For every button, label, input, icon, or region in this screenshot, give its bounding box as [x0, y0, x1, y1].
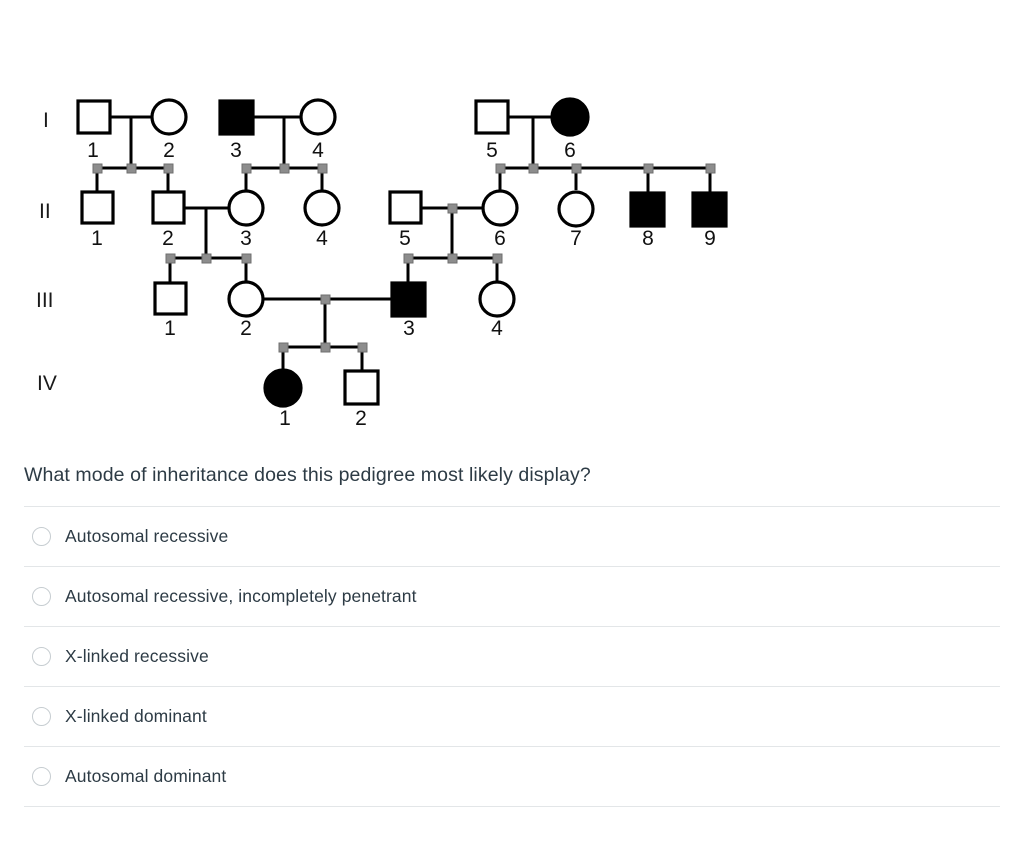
individual-id-label: 7: [570, 227, 582, 250]
radio-button-icon[interactable]: [32, 587, 51, 607]
mating-II2-II3: [183, 206, 231, 258]
question-block: What mode of inheritance does this pedig…: [0, 440, 1024, 808]
answer-option-5[interactable]: Autosomal dominant: [24, 747, 1000, 808]
handle-mating-II5-II6: [447, 203, 458, 214]
individual-III-3[interactable]: 3: [390, 281, 427, 340]
individual-I-6[interactable]: 6: [550, 97, 590, 162]
answer-option-1[interactable]: Autosomal recessive: [24, 507, 1000, 568]
handle-mating-III2-III3: [320, 294, 331, 305]
mating-I3-I4: [253, 115, 300, 168]
answer-option-label: Autosomal recessive: [65, 526, 229, 547]
individual-II-1[interactable]: 1: [80, 190, 115, 250]
answer-option-2[interactable]: Autosomal recessive, incompletely penetr…: [24, 567, 1000, 628]
individual-II-5[interactable]: 5: [388, 190, 423, 250]
handle-sib-II3: [241, 163, 252, 174]
individual-id-label: 1: [164, 317, 176, 340]
selection-handles: [92, 163, 716, 353]
individual-III-4[interactable]: 4: [478, 280, 516, 340]
individual-I-4[interactable]: 4: [299, 98, 337, 162]
individual-I-5[interactable]: 5: [474, 99, 510, 162]
individual-id-label: 4: [316, 227, 328, 250]
individual-id-label: 1: [91, 227, 103, 250]
handle-sib-II7: [571, 163, 582, 174]
individual-I-2[interactable]: 2: [150, 98, 188, 162]
handle-sib-IV2: [357, 342, 368, 353]
individual-id-label: 2: [355, 407, 367, 430]
individual-II-3[interactable]: 3: [227, 189, 265, 250]
handle-sib-II8: [643, 163, 654, 174]
answer-option-4[interactable]: X-linked dominant: [24, 687, 1000, 748]
pedigree-chart: I II III IV: [36, 97, 728, 430]
radio-button-icon[interactable]: [32, 767, 51, 787]
handle-sib-II6: [495, 163, 506, 174]
individual-II-8[interactable]: 8: [629, 191, 666, 250]
individual-id-label: 3: [230, 139, 242, 162]
generation-label-II: II: [39, 200, 51, 223]
individual-III-1[interactable]: 1: [153, 281, 188, 340]
individual-id-label: 9: [704, 227, 716, 250]
handle-sib-III1: [165, 253, 176, 264]
individual-I-3[interactable]: 3: [218, 99, 255, 162]
handle-sib-II2: [163, 163, 174, 174]
individual-id-label: 4: [312, 139, 324, 162]
handle-sib-II1: [92, 163, 103, 174]
generation-label-I: I: [43, 109, 49, 132]
individual-id-label: 1: [87, 139, 99, 162]
question-prompt: What mode of inheritance does this pedig…: [24, 464, 591, 486]
individual-II-9[interactable]: 9: [691, 191, 728, 250]
individual-III-2[interactable]: 2: [227, 280, 265, 340]
individual-id-label: 2: [162, 227, 174, 250]
answer-option-label: Autosomal recessive, incompletely penetr…: [65, 586, 417, 607]
handle-sib-III2III3-drop: [320, 342, 331, 353]
individual-id-label: 6: [564, 139, 576, 162]
radio-button-icon[interactable]: [32, 707, 51, 727]
individual-id-label: 2: [240, 317, 252, 340]
individual-id-label: 6: [494, 227, 506, 250]
individual-id-label: 1: [279, 407, 291, 430]
handle-sib-II4: [317, 163, 328, 174]
handle-sib-IV1: [278, 342, 289, 353]
handle-sib-I3I4-drop: [279, 163, 290, 174]
handle-sib-I1I2-drop: [126, 163, 137, 174]
radio-button-icon[interactable]: [32, 527, 51, 547]
individual-id-label: 5: [399, 227, 411, 250]
individual-id-label: 4: [491, 317, 503, 340]
handle-sib-III4: [492, 253, 503, 264]
handle-sib-II9: [705, 163, 716, 174]
mating-III2-III3: [261, 297, 393, 347]
handle-sib-I5I6-drop: [528, 163, 539, 174]
handle-sib-III3: [403, 253, 414, 264]
individual-II-4[interactable]: 4: [303, 189, 341, 250]
individual-IV-1[interactable]: 1: [263, 368, 303, 430]
generation-label-IV: IV: [37, 372, 57, 395]
mating-I5-I6: [508, 115, 552, 168]
individual-II-6[interactable]: 6: [481, 189, 519, 250]
radio-button-icon[interactable]: [32, 647, 51, 667]
answer-options-list: Autosomal recessive Autosomal recessive,…: [24, 506, 1000, 808]
mating-I1-I2: [110, 115, 152, 168]
answer-option-label: Autosomal dominant: [65, 766, 227, 787]
individual-IV-2[interactable]: 2: [343, 369, 380, 430]
individual-id-label: 2: [163, 139, 175, 162]
individual-II-7[interactable]: 7: [557, 190, 595, 250]
handle-sib-III2: [241, 253, 252, 264]
generation-label-III: III: [36, 289, 54, 312]
answer-option-label: X-linked recessive: [65, 646, 209, 667]
handle-sib-II2II3-drop: [201, 253, 212, 264]
individual-id-label: 8: [642, 227, 654, 250]
answer-option-label: X-linked dominant: [65, 706, 207, 727]
individual-id-label: 5: [486, 139, 498, 162]
individual-II-2[interactable]: 2: [151, 190, 186, 250]
handle-sib-II5II6-drop: [447, 253, 458, 264]
individual-I-1[interactable]: 1: [76, 99, 112, 162]
answer-option-3[interactable]: X-linked recessive: [24, 627, 1000, 688]
individual-id-label: 3: [240, 227, 252, 250]
mating-II5-II6: [420, 206, 485, 258]
individual-id-label: 3: [403, 317, 415, 340]
